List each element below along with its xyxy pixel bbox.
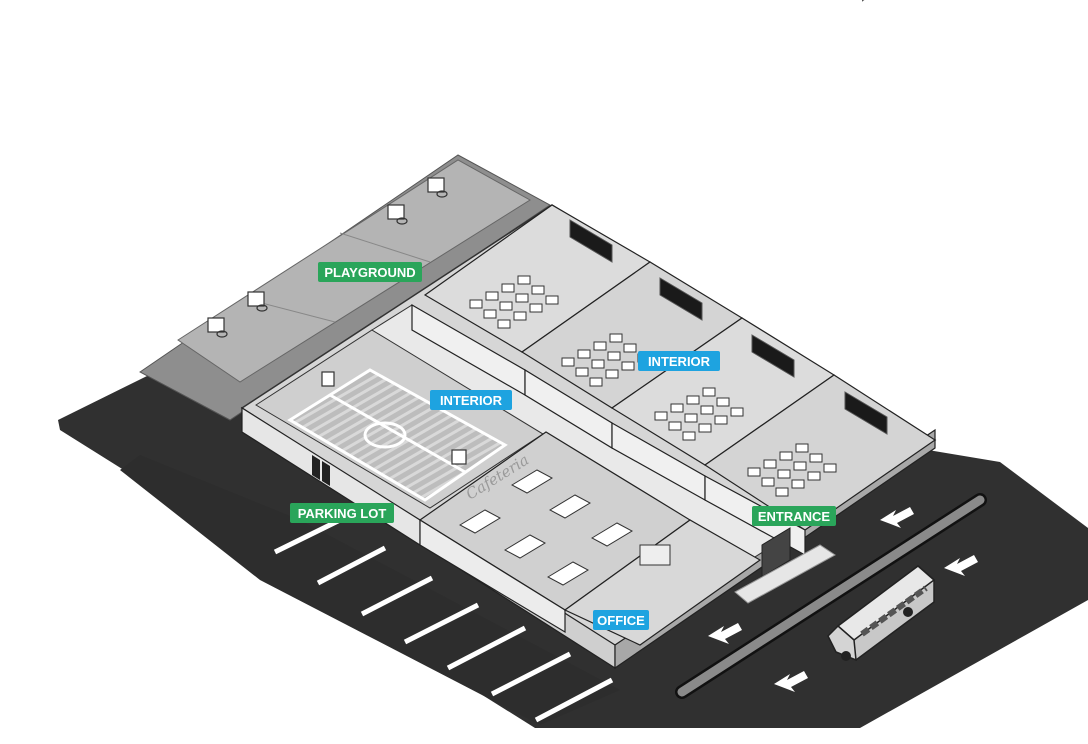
label-office: OFFICE: [593, 610, 649, 630]
cafeteria-tables: [458, 469, 634, 586]
arrow-icon: [880, 507, 914, 528]
arrow-icon: [774, 671, 808, 692]
basketball-hoop-icon: [207, 177, 448, 338]
label-playground: PLAYGROUND: [318, 262, 422, 282]
blackboard-icon: [569, 219, 888, 435]
svg-text:PLAYGROUND: PLAYGROUND: [324, 265, 415, 280]
parking-area: [120, 455, 620, 725]
bus-icon: [827, 0, 936, 662]
svg-text:INTERIOR: INTERIOR: [648, 354, 711, 369]
basketball-hoop-icon: [321, 371, 467, 465]
label-parking-lot: PARKING LOT: [290, 503, 394, 523]
svg-text:PARKING LOT: PARKING LOT: [298, 506, 387, 521]
label-interior-classrooms: INTERIOR: [638, 351, 720, 371]
svg-text:ENTRANCE: ENTRANCE: [758, 509, 831, 524]
shelf-icon: [639, 544, 671, 566]
svg-text:INTERIOR: INTERIOR: [440, 393, 503, 408]
arrow-icon: [708, 623, 742, 644]
label-interior-hall: INTERIOR: [430, 390, 512, 410]
entrance-walkway: [734, 544, 836, 604]
arrow-icon: [944, 555, 978, 576]
desk-grid: [469, 275, 837, 497]
parking-stripes: [273, 517, 614, 723]
door-icon: [312, 455, 330, 486]
traffic-arrows: [708, 507, 978, 692]
svg-text:OFFICE: OFFICE: [597, 613, 645, 628]
entrance-door: [761, 527, 791, 578]
label-entrance: ENTRANCE: [752, 506, 836, 526]
